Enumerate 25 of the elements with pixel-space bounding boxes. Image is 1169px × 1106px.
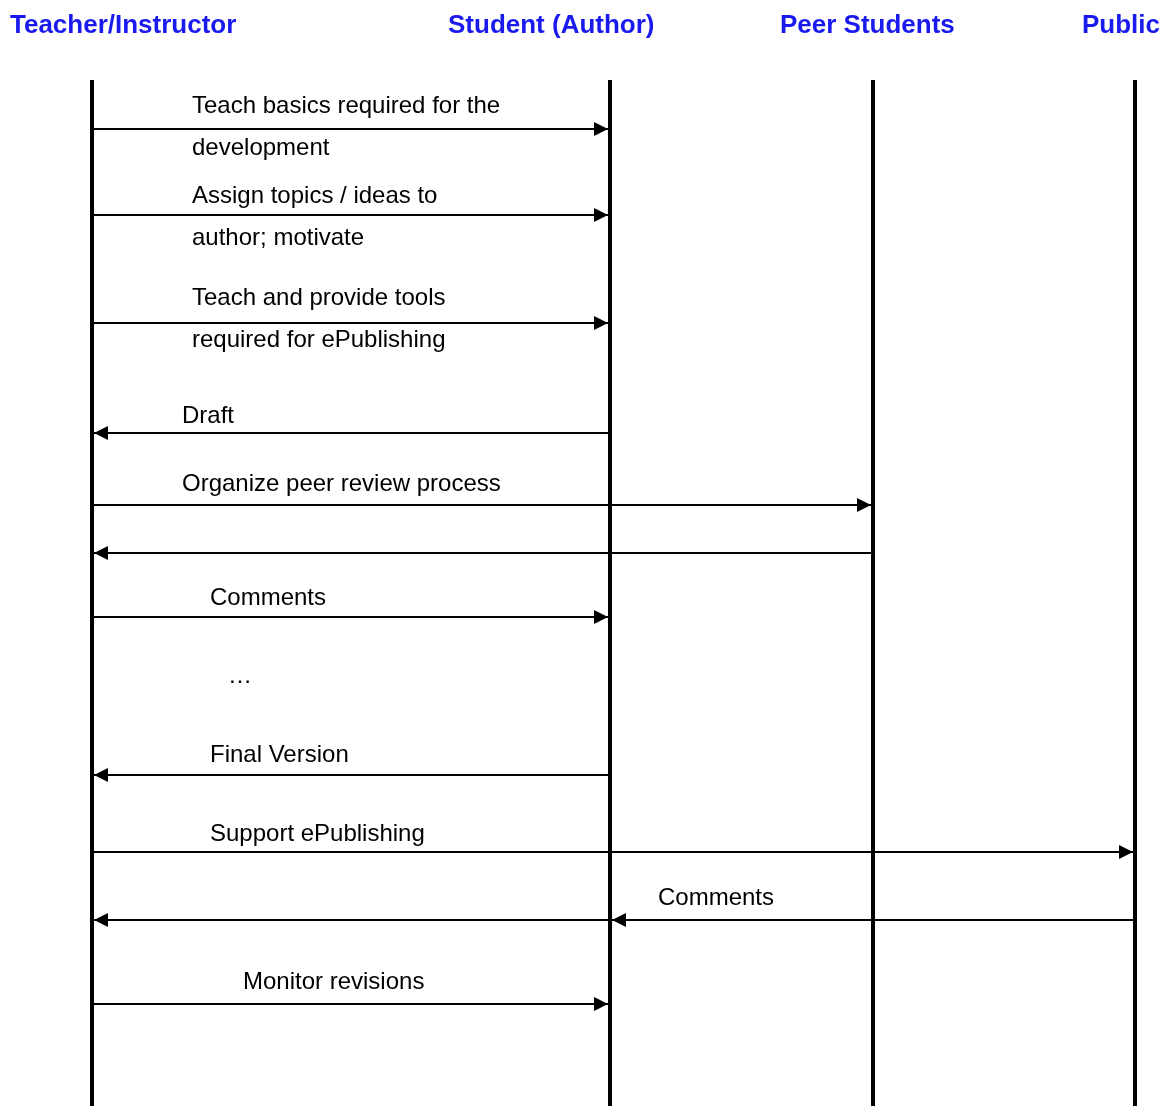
message-label: Organize peer review process: [182, 468, 502, 498]
lifeline-header: Student (Author): [448, 8, 655, 40]
message-arrow: [93, 845, 1134, 859]
message-label: Teach basics required for the development: [192, 90, 502, 162]
message-arrow: [93, 610, 609, 624]
lifeline-header: Peer Students: [780, 8, 955, 40]
message-arrow: [93, 546, 872, 560]
ellipsis-note: …: [228, 660, 252, 690]
message-arrow: [93, 498, 872, 512]
message-arrow: [93, 997, 609, 1011]
message-label: Final Version: [210, 739, 350, 769]
message-label: Draft: [182, 400, 235, 430]
message-label: Teach and provide tools required for ePublishing: [192, 282, 447, 354]
message-arrow: [93, 768, 609, 782]
message-arrow: [93, 208, 609, 222]
message-arrow: [93, 316, 609, 330]
message-label: Assign topics / ideas to author; motivate: [192, 180, 439, 252]
lifeline-header: Public: [1082, 8, 1160, 40]
message-arrow: [93, 426, 609, 440]
message-label: Support ePublishing: [210, 818, 426, 848]
message-label: Comments: [210, 582, 328, 612]
message-label: Comments: [658, 882, 776, 912]
message-arrow: [93, 122, 609, 136]
message-label: Monitor revisions: [243, 966, 426, 996]
lifeline-header: Teacher/Instructor: [10, 8, 237, 40]
